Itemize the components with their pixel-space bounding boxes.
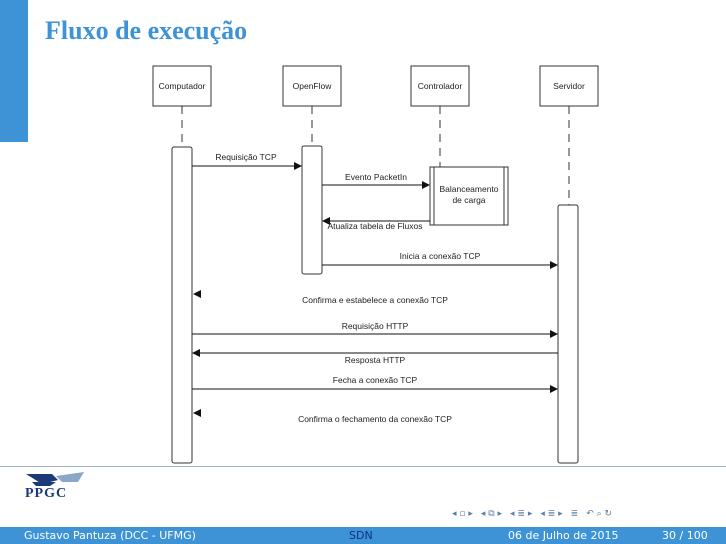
- msg-evento-packetin: Evento PacketIn: [345, 172, 407, 182]
- msg-inicia-conexao: Inicia a conexão TCP: [400, 251, 481, 261]
- footer-bar: Gustavo Pantuza (DCC - UFMG) SDN 06 de J…: [0, 527, 726, 544]
- msg-resposta-http: Resposta HTTP: [345, 355, 406, 365]
- msg-atualiza-tabela: Atualiza tabela de Fluxos: [328, 221, 423, 231]
- beamer-navigation: ◂ ▫ ▸ ◂ ⧉ ▸ ◂ ≣ ▸ ◂ ≣ ▸ ≣ ↶ ⌕ ↻: [452, 509, 612, 519]
- actor-controlador-label: Controlador: [418, 81, 463, 91]
- actor-computador-label: Computador: [159, 81, 206, 91]
- footer-author: Gustavo Pantuza (DCC - UFMG): [24, 529, 196, 542]
- msg-confirma-estabelece: Confirma e estabelece a conexão TCP: [302, 295, 448, 305]
- actor-controlador: Controlador: [410, 65, 470, 107]
- msg-confirma-fechamento: Confirma o fechamento da conexão TCP: [298, 414, 452, 424]
- actor-openflow: OpenFlow: [282, 65, 342, 107]
- footer-title: SDN: [349, 529, 373, 542]
- ppgc-logo-text: PPGC: [25, 486, 68, 501]
- activation-openflow: [301, 145, 323, 275]
- activation-computador: [171, 146, 193, 464]
- ppgc-logo-mark: [26, 472, 84, 486]
- activation-servidor: [557, 204, 579, 464]
- actor-servidor: Servidor: [539, 65, 599, 107]
- balanceamento-label-1: Balanceamento: [439, 184, 498, 194]
- actor-computador: Computador: [152, 65, 212, 107]
- actor-openflow-label: OpenFlow: [293, 81, 333, 91]
- nav-subsubsection-icon[interactable]: ◂ ≣ ▸: [540, 509, 563, 519]
- sequence-diagram: Computador OpenFlow Controlador Servidor…: [152, 65, 599, 464]
- msg-requisicao-tcp: Requisição TCP: [215, 152, 277, 162]
- balanceamento-label-2: de carga: [452, 195, 485, 205]
- msg-requisicao-http: Requisição HTTP: [342, 321, 409, 331]
- footer-divider: [0, 466, 726, 467]
- nav-toc-icon[interactable]: ≣: [570, 509, 579, 519]
- msg-confirma-estabelece-arrowhead: [193, 290, 201, 298]
- nav-search-icon[interactable]: ↶ ⌕ ↻: [586, 509, 613, 519]
- activation-controlador: [429, 166, 509, 226]
- footer-date: 06 de Julho de 2015: [508, 529, 619, 542]
- nav-subsection-icon[interactable]: ◂ ⧉ ▸: [480, 509, 503, 519]
- msg-confirma-fechamento-arrowhead: [193, 409, 201, 417]
- footer-page-number: 30 / 100: [662, 529, 708, 542]
- actor-servidor-label: Servidor: [553, 81, 585, 91]
- msg-fecha-conexao: Fecha a conexão TCP: [333, 375, 418, 385]
- slide-title: Fluxo de execução: [45, 16, 248, 45]
- sidebar-accent: [0, 0, 28, 142]
- nav-frame-icon[interactable]: ◂ ▫ ▸: [452, 509, 473, 519]
- nav-section-icon[interactable]: ◂ ≣ ▸: [510, 509, 533, 519]
